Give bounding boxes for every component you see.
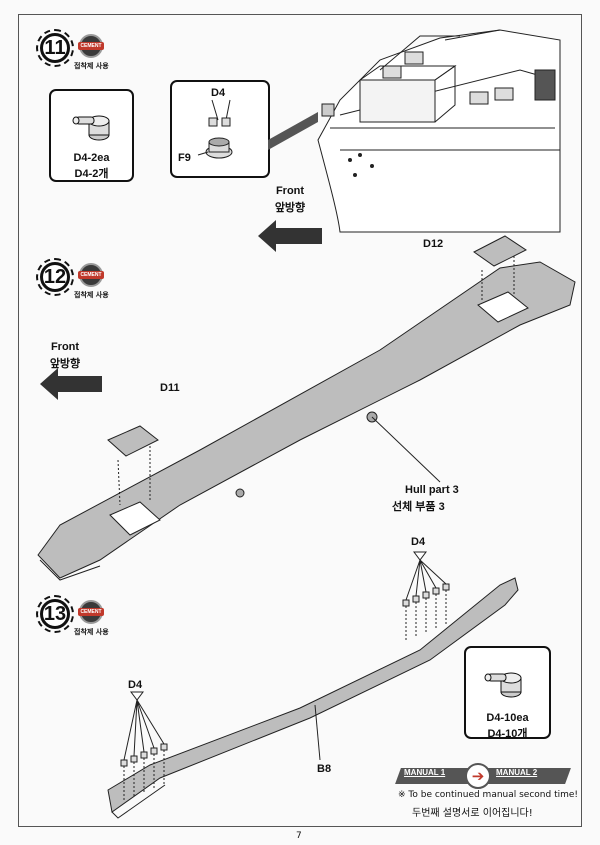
step11-part-d4: D4: [211, 87, 226, 99]
cement-note: 접착제 사용: [74, 291, 109, 299]
manual-1-label: MANUAL 1: [404, 768, 446, 777]
step12-hull-en: Hull part 3: [405, 484, 459, 496]
step-13-number: 13: [36, 595, 74, 633]
step13-qty-en: D4-10ea: [486, 712, 529, 724]
cement-label: CEMENT: [78, 271, 104, 279]
cement-icon: CEMENT: [78, 263, 104, 287]
step-11-number: 11: [36, 29, 74, 67]
continue-note-ko: 두번째 설명서로 이어집니다!: [412, 808, 533, 819]
step12-part-d12: D12: [423, 238, 444, 250]
step11-qty-box: [49, 89, 134, 182]
cement-label: CEMENT: [78, 608, 104, 616]
step11-qty-ko: D4-2개: [74, 168, 109, 180]
step12-part-d11: D11: [160, 382, 180, 394]
step12-front-en: Front: [50, 341, 80, 353]
step11-part-f9: F9: [178, 152, 191, 164]
manual-2-label: MANUAL 2: [496, 768, 538, 777]
step11-qty-en: D4-2ea: [73, 152, 110, 164]
cement-label: CEMENT: [78, 42, 104, 50]
step13-qty-ko: D4-10개: [487, 728, 528, 740]
cement-icon: CEMENT: [78, 34, 104, 58]
step12-hull-ko: 선체 부품 3: [392, 501, 445, 513]
bollard-part-icon: [72, 115, 110, 141]
step12-front-ko: 앞방향: [49, 358, 81, 370]
step13-part-d4-right: D4: [411, 536, 426, 548]
arrow-right-icon: ➔: [465, 763, 491, 789]
step11-front-en: Front: [275, 185, 305, 197]
step-12-number: 12: [36, 258, 74, 296]
cement-note: 접착제 사용: [74, 62, 109, 70]
page-frame: [18, 14, 582, 827]
continue-note-en: ※ To be continued manual second time!: [398, 790, 579, 800]
page-number: 7: [296, 831, 302, 841]
cement-note: 접착제 사용: [74, 628, 109, 636]
step11-detail-box: [170, 80, 270, 178]
cement-icon: CEMENT: [78, 600, 104, 624]
step13-part-b8: B8: [317, 763, 332, 775]
step13-part-d4-left: D4: [128, 679, 143, 691]
step11-front-ko: 앞방향: [274, 202, 306, 214]
